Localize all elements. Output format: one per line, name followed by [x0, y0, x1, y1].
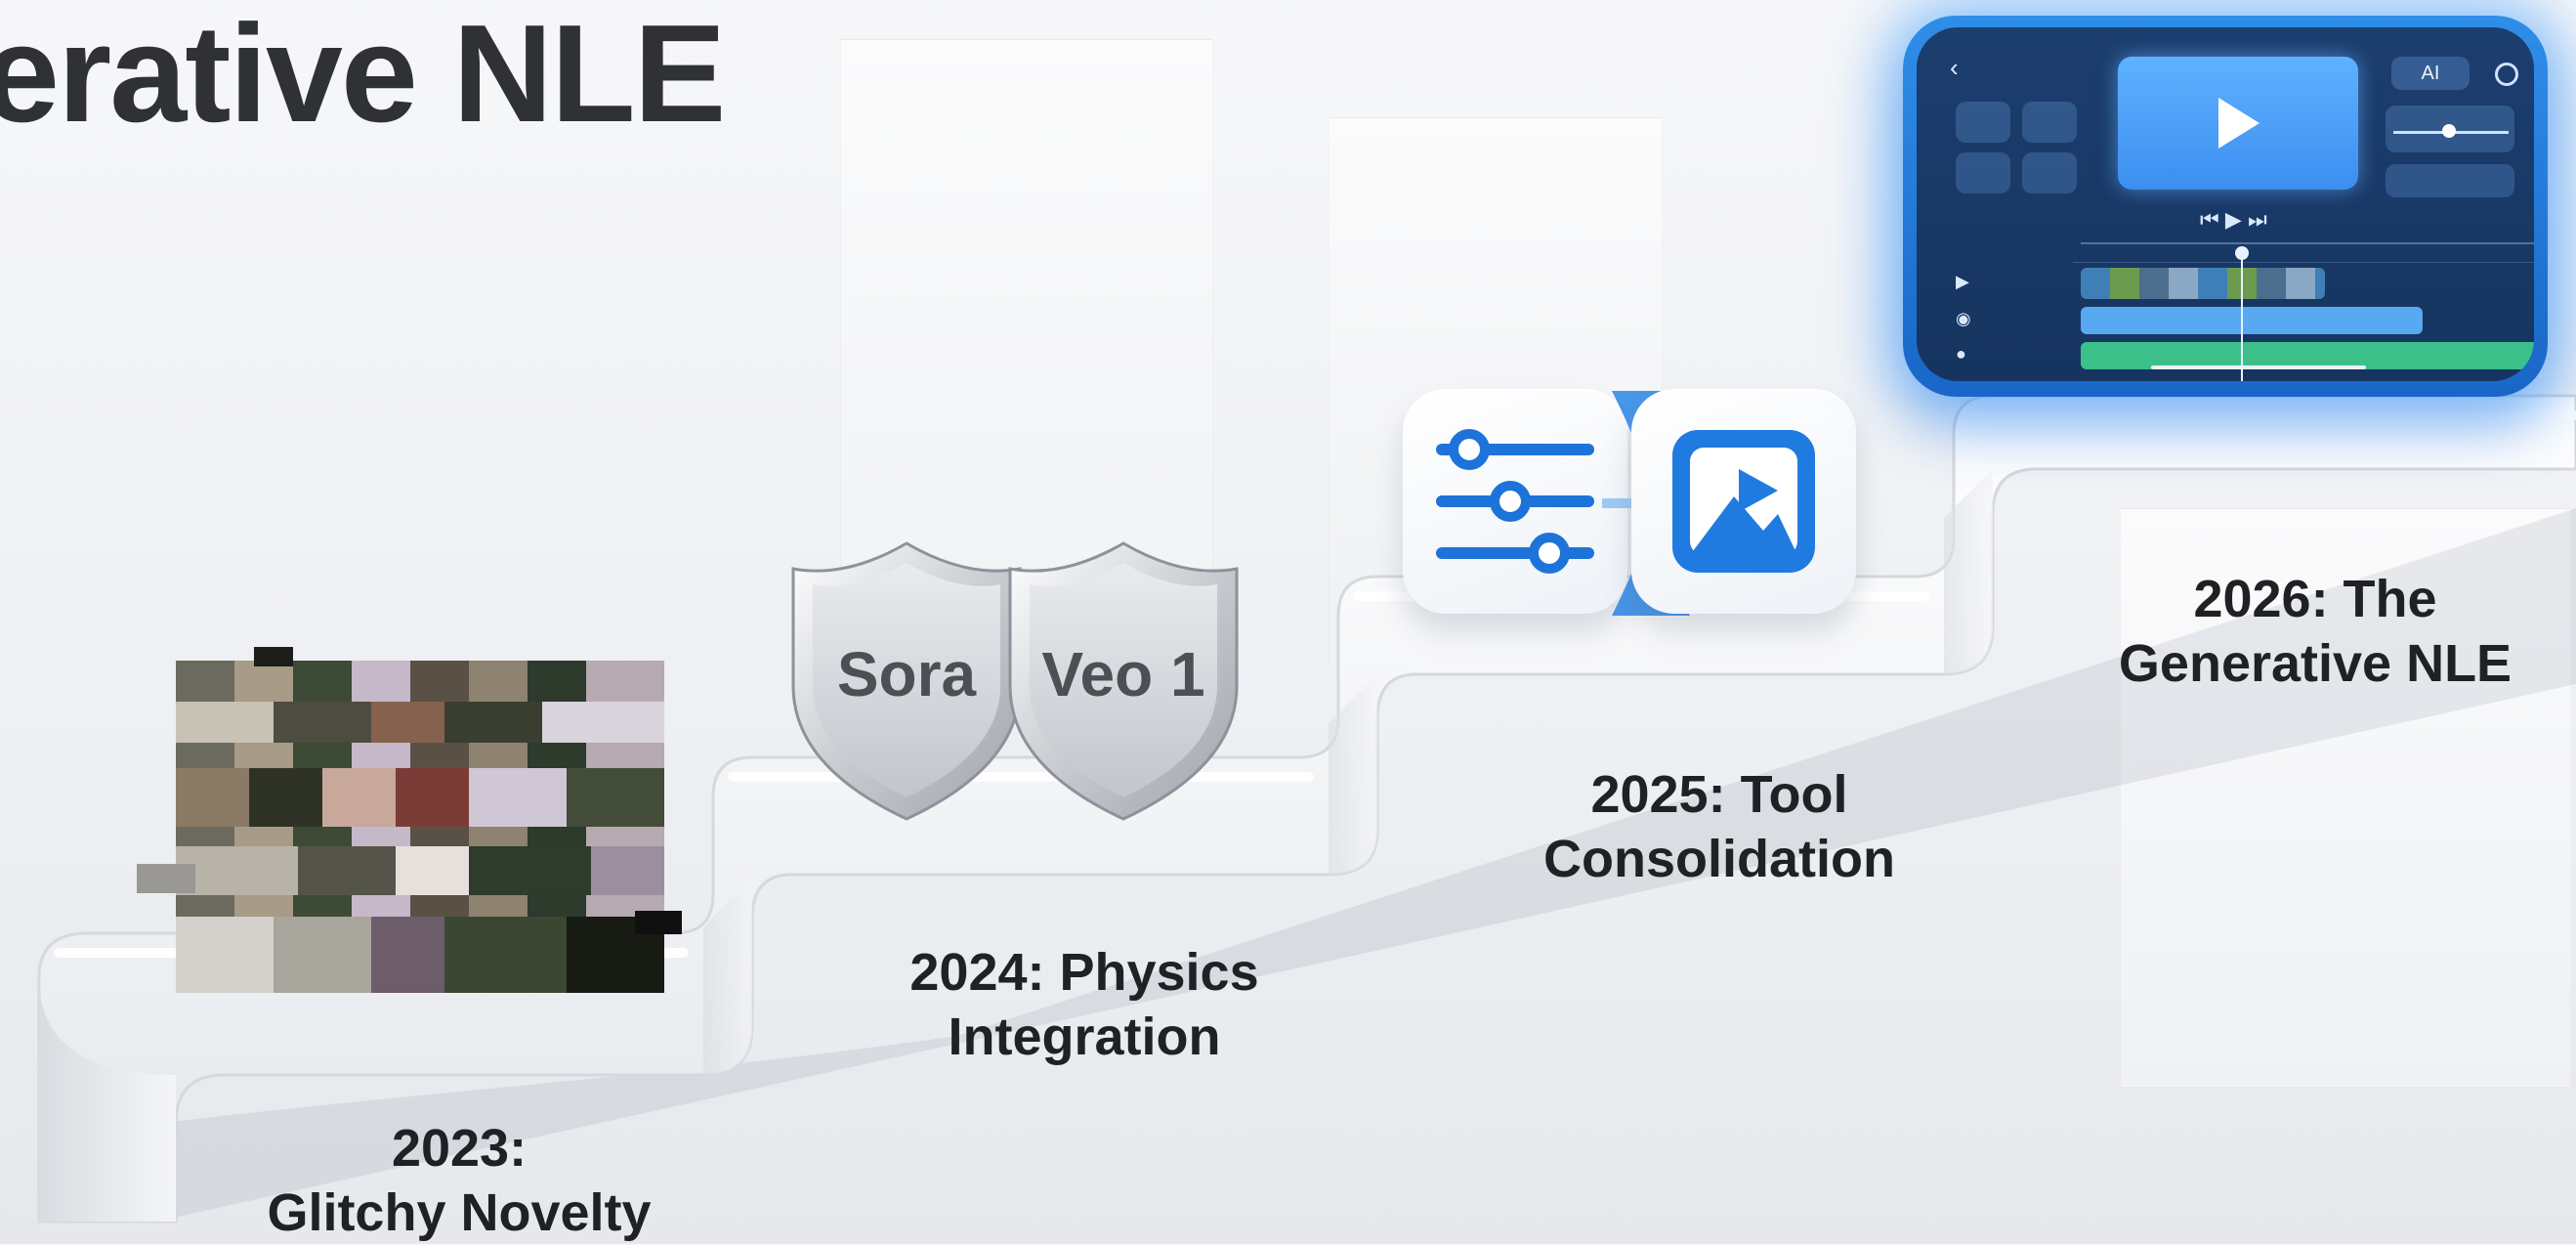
tool-button[interactable]: [2022, 152, 2077, 193]
stair-riser: [1329, 674, 1377, 875]
tool-button[interactable]: [1956, 102, 2010, 143]
step-year: 2023:: [391, 1119, 528, 1178]
step-description: Integration: [948, 1008, 1221, 1066]
stair-shadow: [156, 508, 2576, 1222]
step-description: Generative NLE: [2118, 634, 2513, 693]
shield-label: Sora: [837, 639, 977, 709]
video-clip[interactable]: [2081, 268, 2325, 299]
step-description: Glitchy Novelty: [267, 1183, 652, 1242]
slider-knob[interactable]: [2442, 124, 2456, 138]
sliders-icon: [1436, 429, 1594, 574]
settings-icon[interactable]: [2495, 63, 2518, 86]
dropdown-button[interactable]: [2386, 164, 2514, 197]
step-year: 2026: The: [2193, 570, 2437, 628]
timeline-ruler: [2081, 242, 2534, 244]
stair-riser: [39, 977, 176, 1222]
stair-riser: [1944, 469, 1993, 674]
step-label-2026: 2026: The Generative NLE: [2081, 567, 2550, 696]
playhead[interactable]: [2241, 254, 2243, 381]
slide-title: erative NLE: [0, 0, 726, 151]
shield-sora: Sora: [791, 541, 1022, 821]
track-video-icon[interactable]: ▶: [1956, 272, 1969, 291]
playhead-handle[interactable]: [2235, 246, 2249, 260]
track-music-icon[interactable]: ●: [1956, 344, 1966, 364]
media-icon: [1672, 430, 1815, 573]
step-year: 2024: Physics: [909, 943, 1259, 1002]
model-shields: Sora Veo 1: [791, 541, 1239, 821]
track-divider: [2073, 262, 2534, 263]
music-clip[interactable]: [2081, 342, 2534, 369]
play-icon[interactable]: [2218, 98, 2259, 149]
editor-device: ‹ AI ⏮ ▶ ⏭ ▶ ◉ ●: [1903, 16, 2548, 397]
step-year: 2025: Tool: [1590, 765, 1848, 824]
video-preview[interactable]: [2118, 57, 2358, 190]
stair-riser: [703, 875, 752, 1075]
stair-profile: [37, 394, 2576, 1224]
shield-label: Veo 1: [1041, 639, 1204, 709]
step-label-2024: 2024: Physics Integration: [860, 940, 1309, 1069]
tool-button[interactable]: [2022, 102, 2077, 143]
ai-button[interactable]: AI: [2391, 57, 2470, 90]
tool-button[interactable]: [1956, 152, 2010, 193]
step-label-2023: 2023: Glitchy Novelty: [254, 1116, 664, 1245]
home-indicator: [2151, 365, 2366, 369]
step-label-2025: 2025: Tool Consolidation: [1495, 762, 1944, 891]
step-description: Consolidation: [1543, 830, 1895, 888]
media-tile: [1631, 389, 1856, 614]
audio-clip[interactable]: [2081, 307, 2423, 334]
back-icon[interactable]: ‹: [1950, 53, 1959, 82]
shield-veo: Veo 1: [1008, 541, 1239, 821]
sliders-tile: [1403, 389, 1627, 614]
editor-screen: ‹ AI ⏮ ▶ ⏭ ▶ ◉ ●: [1917, 27, 2534, 381]
glitchy-image: [137, 647, 682, 993]
track-audio-icon[interactable]: ◉: [1956, 309, 1971, 328]
background-panel: [2120, 508, 2571, 1087]
transport-controls[interactable]: ⏮ ▶ ⏭: [2200, 207, 2267, 232]
